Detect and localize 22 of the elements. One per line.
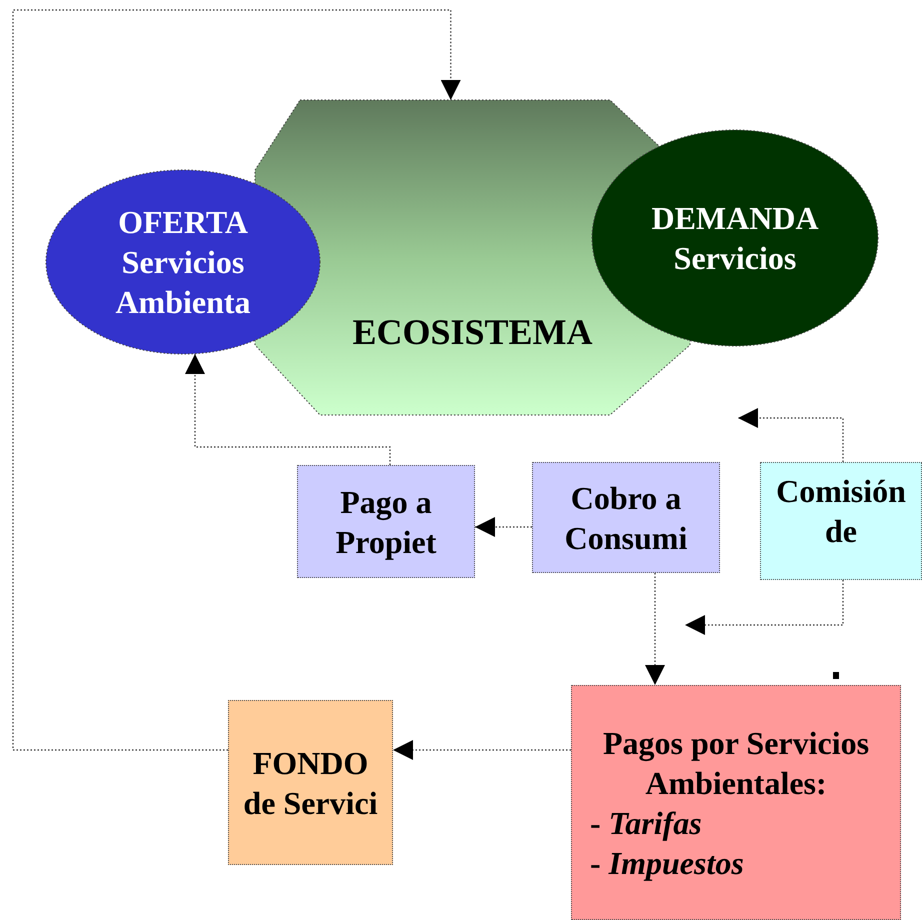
node-label: - Impuestos <box>590 844 744 882</box>
process-box <box>532 462 720 573</box>
node-label: Cobro a Consumi <box>564 478 688 558</box>
process-box <box>228 700 393 865</box>
process-box <box>297 465 475 578</box>
arrow <box>738 408 844 462</box>
arrow <box>645 573 665 685</box>
arrow <box>12 9 461 751</box>
node-label: DEMANDA Servicios <box>650 199 820 278</box>
node-label: Pagos por Servicios Ambientales: <box>602 724 870 802</box>
arrow <box>685 580 844 635</box>
node-label: - Tarifas <box>590 804 702 842</box>
process-box <box>571 685 901 920</box>
node-label: ECOSISTEMA <box>352 311 593 354</box>
node-label: FONDO de Servici <box>242 744 379 822</box>
node-label: Pago a Propiet <box>334 482 438 562</box>
node-label: Comisión de <box>775 472 907 551</box>
arrow <box>475 517 532 537</box>
process-box <box>760 462 922 580</box>
arrow <box>185 354 391 465</box>
node-label: OFERTA Servicios Ambienta <box>114 203 252 322</box>
arrow <box>393 740 571 760</box>
